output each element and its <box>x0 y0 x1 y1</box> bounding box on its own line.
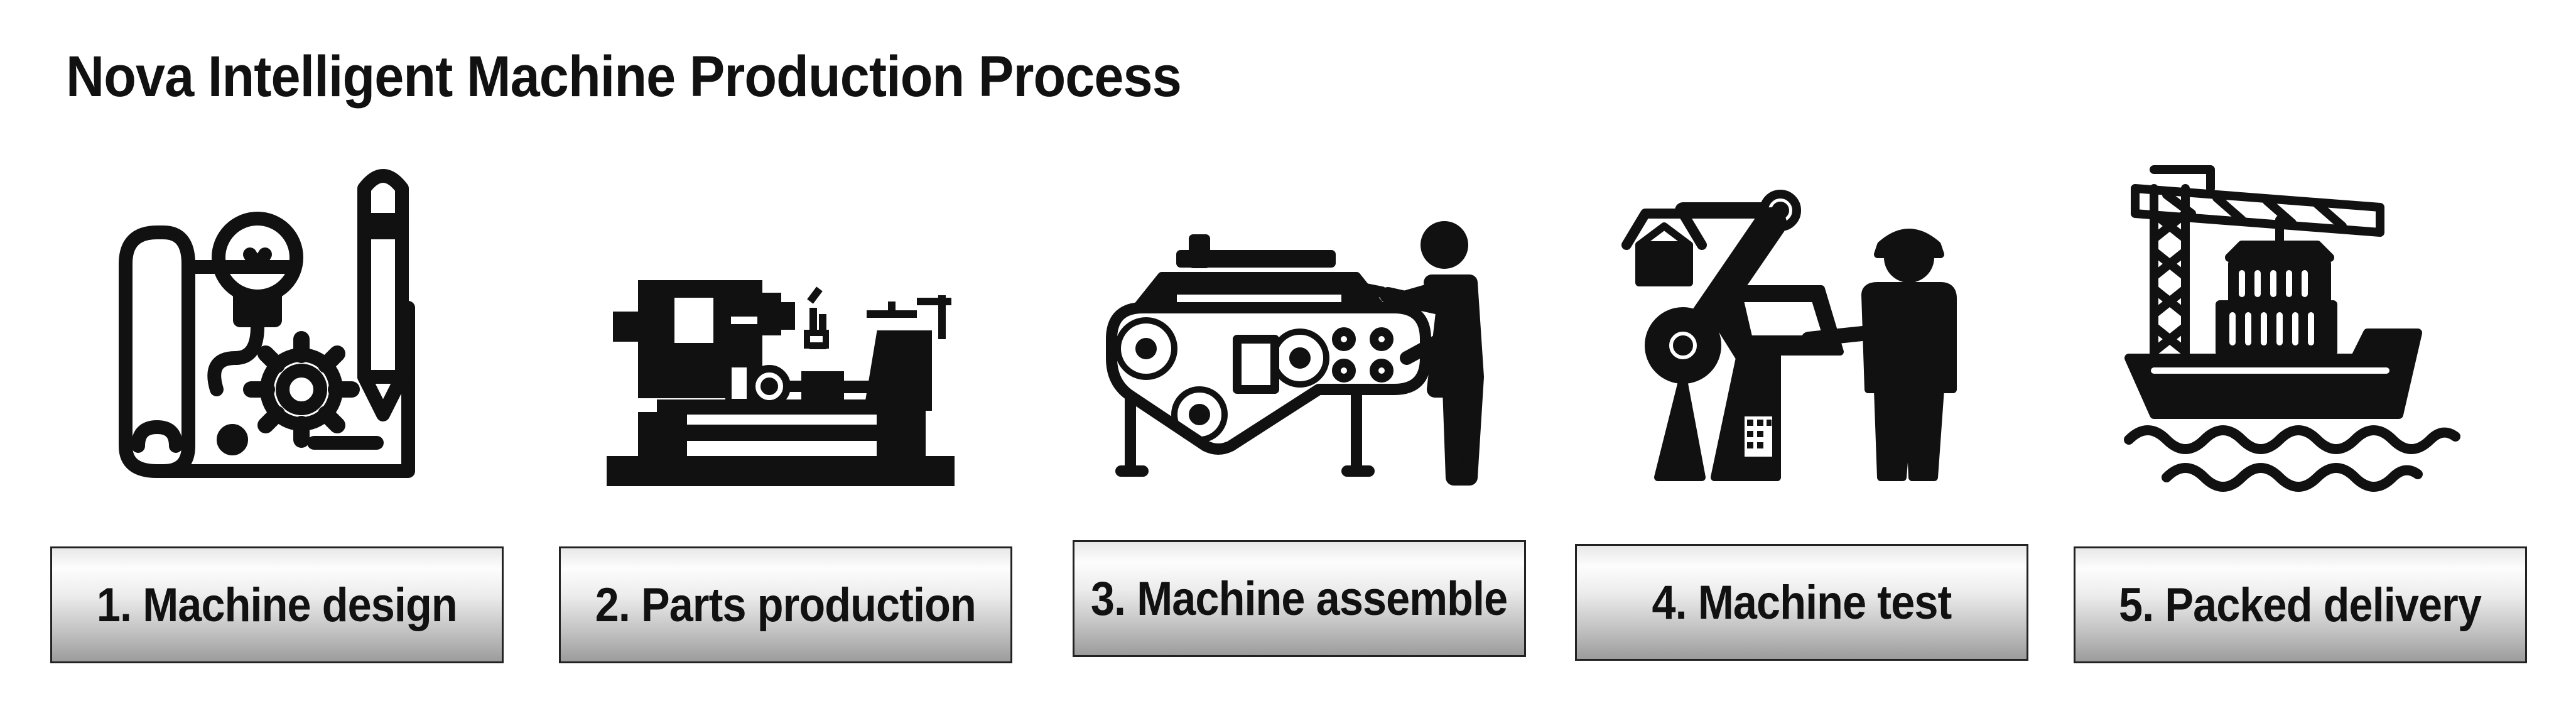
lathe-machine-icon <box>603 151 955 502</box>
step-1-button[interactable]: 1. Machine design <box>50 546 504 663</box>
cargo-ship-icon <box>2116 151 2468 502</box>
blueprint-design-icon <box>100 151 452 502</box>
robot-arm-test-icon <box>1614 151 1991 502</box>
machine-assembly-icon <box>1093 151 1495 502</box>
step-1-label: 1. Machine design <box>97 578 458 632</box>
step-2-button[interactable]: 2. Parts production <box>559 546 1012 663</box>
step-5-button[interactable]: 5. Packed delivery <box>2074 546 2527 663</box>
step-2-label: 2. Parts production <box>595 578 977 632</box>
step-3-label: 3. Machine assemble <box>1091 572 1508 626</box>
step-4-label: 4. Machine test <box>1652 575 1952 629</box>
step-5-label: 5. Packed delivery <box>2119 578 2482 632</box>
page-title: Nova Intelligent Machine Production Proc… <box>66 45 1182 109</box>
step-3-button[interactable]: 3. Machine assemble <box>1073 540 1526 657</box>
step-4-button[interactable]: 4. Machine test <box>1575 544 2028 661</box>
